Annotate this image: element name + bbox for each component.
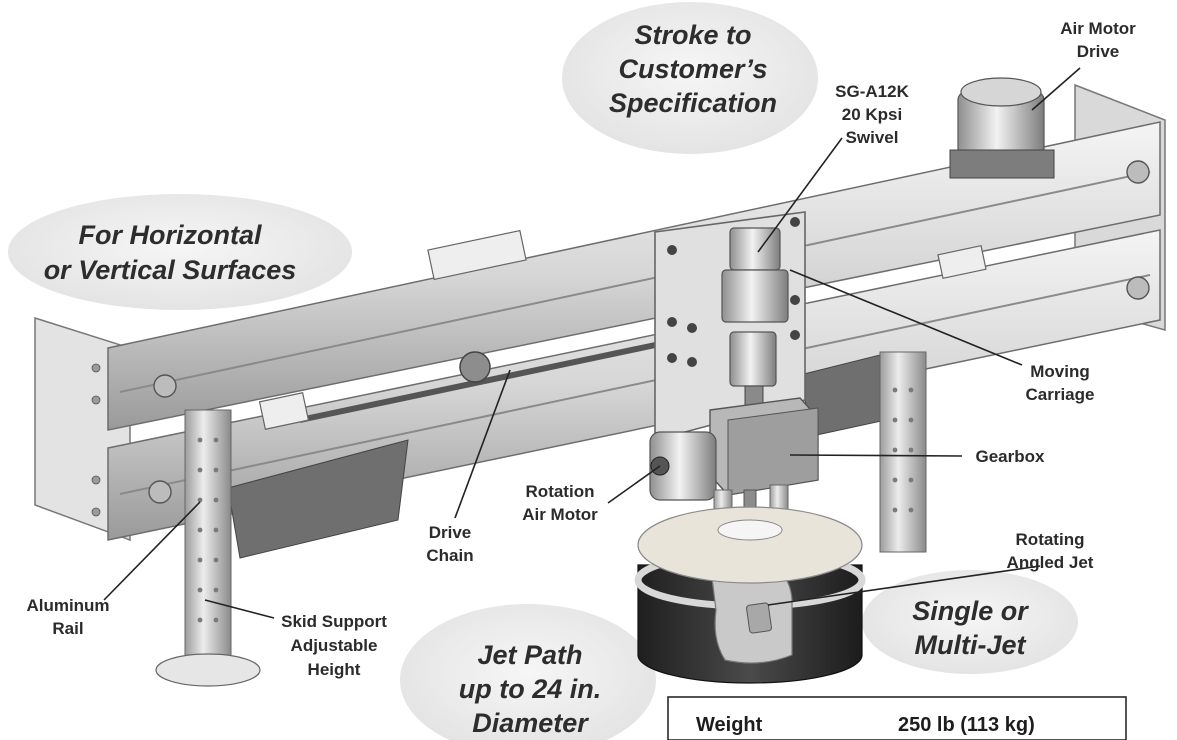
label-rotating-angled-jet-1: Rotating [1016,530,1085,549]
leader-rotation-air-motor [607,465,661,504]
rail-clamp-left [258,392,310,430]
label-rotating-angled-jet-2: Angled Jet [1007,553,1094,572]
leader-moving-carriage [789,269,1023,366]
callout-jet-path-line-3: Diameter [472,708,589,738]
skid-foot-left [155,653,261,687]
swivel-coupling [729,331,777,387]
callout-jet-path-line-1: Jet Path [477,640,582,670]
rail-clamp-right [937,244,987,280]
label-gearbox: Gearbox [976,447,1046,466]
label-drive-chain-1: Drive [429,523,472,542]
label-air-motor-drive-1: Air Motor [1060,19,1136,38]
skid-support-post-left [184,409,232,669]
leader-rotating-angled-jet [767,565,1041,606]
leader-skid-support [204,599,275,619]
leader-gearbox [789,454,963,457]
label-aluminum-rail-1: Aluminum [26,596,109,615]
spec-table [667,696,1127,740]
callout-stroke-line-1: Stroke to [634,20,751,50]
label-swivel-2: 20 Kpsi [842,105,902,124]
label-skid-support-2: Adjustable [291,636,378,655]
rail-end-holes [148,160,1150,504]
callout-surfaces-line-2: or Vertical Surfaces [44,255,297,285]
carriage-bolts [667,217,800,367]
label-drive-chain-2: Chain [426,546,473,565]
label-rotation-air-motor-1: Rotation [526,482,595,501]
stroke-bubble [562,2,818,154]
label-air-motor-drive-2: Drive [1077,42,1120,61]
jet-center-disc [717,519,783,541]
label-moving-carriage-1: Moving [1030,362,1090,381]
leader-drive-chain [454,369,511,519]
rail-clamp-top [427,229,527,281]
callout-surfaces-line-1: For Horizontal [79,220,262,250]
aluminum-rail-upper [107,121,1161,431]
rail-groove-upper [119,171,1151,393]
post-holes [197,387,914,623]
rotating-angled-jet-nozzle [746,602,772,634]
air-motor-drive-cap [960,77,1042,107]
label-skid-support-1: Skid Support [281,612,387,631]
drive-sprocket [459,351,491,383]
jet-path-bubble [400,604,656,740]
label-aluminum-rail-2: Rail [52,619,83,638]
skid-support-post-right [879,351,927,553]
callout-stroke-line-3: Specification [609,88,777,118]
multi-jet-bubble [862,570,1078,674]
label-swivel-1: SG-A12K [835,82,909,101]
callout-multi-jet-line-2: Multi-Jet [915,630,1027,660]
rotation-air-motor-body [649,431,717,501]
surfaces-bubble [8,194,352,310]
callout-stroke-line-2: Customer’s [618,54,767,84]
label-moving-carriage-2: Carriage [1026,385,1095,404]
leader-swivel [757,137,843,253]
spec-weight-name: Weight [696,714,763,736]
swivel-body [721,269,789,323]
callout-multi-jet-line-1: Single or [912,596,1029,626]
leader-aluminum-rail [103,501,201,601]
spec-weight-value: 250 lb (113 kg) [898,714,1035,736]
left-end-plate [34,316,131,542]
drive-chain-line [299,341,661,423]
air-motor-drive-mount [949,149,1055,179]
skid-bracket-left [227,439,409,559]
label-rotation-air-motor-2: Air Motor [522,505,598,524]
jet-housing-top [637,506,863,584]
label-skid-support-3: Height [308,660,361,679]
rail-groove-lower [119,274,1151,495]
callout-jet-path-line-2: up to 24 in. [459,674,602,704]
swivel-top [729,227,781,271]
leader-air-motor-drive [1031,67,1081,111]
label-swivel-3: Swivel [846,128,899,147]
gearbox-front [727,407,819,496]
